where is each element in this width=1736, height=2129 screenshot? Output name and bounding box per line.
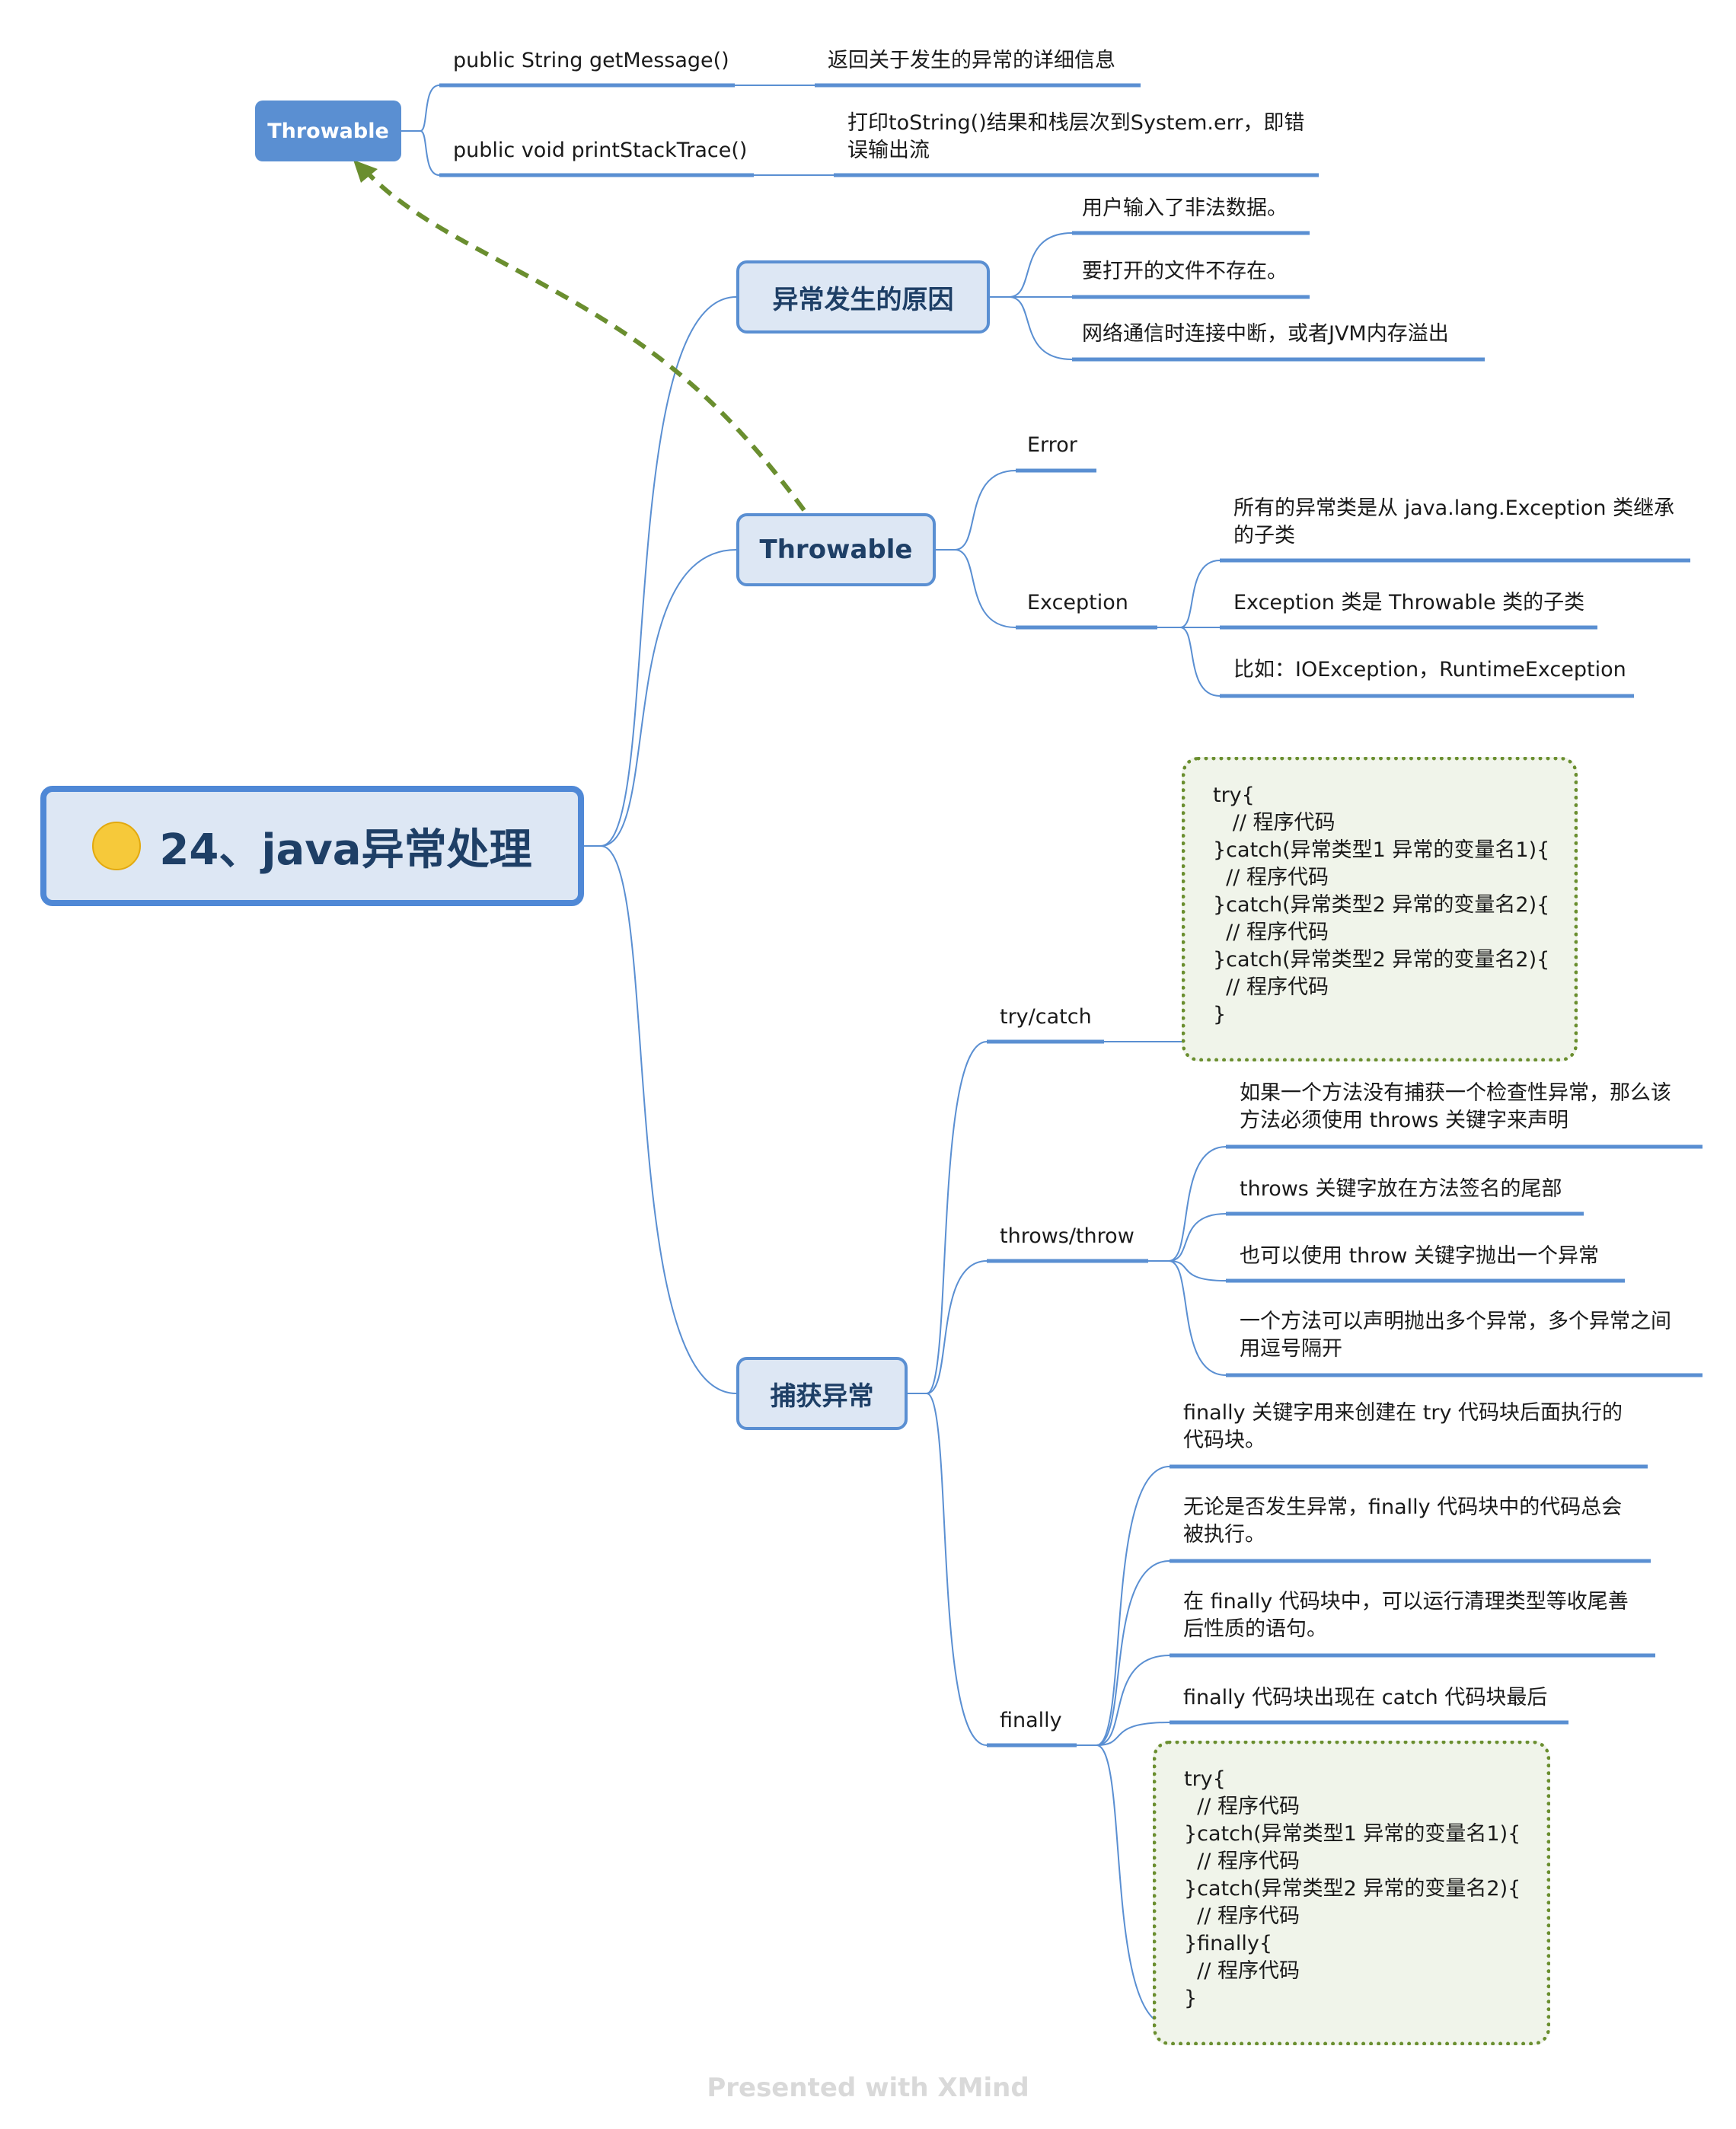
connector-line [420, 130, 440, 176]
finally-code-block[interactable]: try{ // 程序代码 }catch(异常类型1 异常的变量名1){ // 程… [1153, 1741, 1550, 2045]
finally-item[interactable]: finally 代码块出现在 catch 代码块最后 [1183, 1686, 1548, 1709]
catching-topic[interactable]: 捕获异常 [736, 1357, 908, 1430]
connector-line [1179, 560, 1221, 628]
try-catch-code-block[interactable]: try{ // 程序代码 }catch(异常类型1 异常的变量名1){ // 程… [1182, 757, 1578, 1061]
causes-topic[interactable]: 异常发生的原因 [736, 260, 990, 334]
cause-item[interactable]: 用户输入了非法数据。 [1082, 196, 1288, 220]
finally-item[interactable]: 无论是否发生异常，finally 代码块中的代码总会 被执行。 [1183, 1495, 1623, 1546]
throws-item[interactable]: 也可以使用 throw 关键字抛出一个异常 [1240, 1244, 1599, 1268]
connector-line [1179, 627, 1221, 697]
throwable-topic[interactable]: Throwable [736, 513, 936, 586]
method-description[interactable]: 返回关于发生的异常的详细信息 [828, 49, 1115, 72]
throws-item[interactable]: 如果一个方法没有捕获一个检查性异常，那么该 方法必须使用 throws 关键字来… [1240, 1081, 1671, 1132]
arrowhead-icon [353, 160, 378, 183]
causes-label: 异常发生的原因 [772, 284, 954, 315]
connector-line [420, 85, 440, 132]
relationship-arrow [362, 167, 806, 512]
root-topic[interactable]: 24、java异常处理 [40, 786, 584, 906]
throws-item[interactable]: throws 关键字放在方法签名的尾部 [1240, 1177, 1562, 1201]
connector-line [1096, 1466, 1170, 1746]
try-catch-topic[interactable]: try/catch [1000, 1005, 1092, 1029]
connector-line [1168, 1146, 1227, 1262]
exception-topic[interactable]: Exception [1027, 591, 1128, 614]
error-topic[interactable]: Error [1027, 433, 1077, 457]
branch-catching [600, 845, 737, 1394]
branch-causes [600, 296, 737, 847]
exception-item[interactable]: 所有的异常类是从 java.lang.Exception 类继承 的子类 [1233, 496, 1675, 547]
cause-item[interactable]: 要打开的文件不存在。 [1082, 260, 1288, 283]
branch-throwable [600, 549, 737, 847]
connector-line [954, 549, 1016, 628]
finally-topic[interactable]: finally [1000, 1709, 1062, 1732]
connector-line [1168, 1213, 1227, 1262]
catching-label: 捕获异常 [770, 1380, 874, 1412]
method-signature[interactable]: public String getMessage() [453, 49, 729, 72]
connector-line [926, 1393, 988, 1746]
connector-line [954, 470, 1016, 551]
connector-line [1008, 296, 1073, 360]
connector-line [1168, 1260, 1227, 1376]
finally-item[interactable]: finally 关键字用来创建在 try 代码块后面执行的 代码块。 [1183, 1401, 1623, 1452]
throws-topic[interactable]: throws/throw [1000, 1224, 1134, 1248]
floating-throwable-label: Throwable [267, 119, 389, 143]
finally-item[interactable]: 在 finally 代码块中，可以运行清理类型等收尾善 后性质的语句。 [1183, 1590, 1629, 1641]
connector-line [1096, 1655, 1170, 1746]
cause-item[interactable]: 网络通信时连接中断，或者JVM内存溢出 [1082, 322, 1449, 346]
connector-line [1008, 232, 1073, 298]
floating-throwable-topic[interactable]: Throwable [255, 101, 401, 161]
connector-line [1096, 1560, 1170, 1746]
exception-item[interactable]: Exception 类是 Throwable 类的子类 [1233, 591, 1585, 614]
exception-item[interactable]: 比如：IOException，RuntimeException [1233, 658, 1626, 681]
xmind-footer: Presented with XMind [707, 2073, 1029, 2103]
connector-line [1096, 1722, 1170, 1746]
root-title: 24、java异常处理 [159, 825, 532, 875]
throws-item[interactable]: 一个方法可以声明抛出多个异常，多个异常之间 用逗号隔开 [1240, 1310, 1671, 1361]
smiley-icon [92, 822, 142, 870]
connector-line [1168, 1260, 1227, 1282]
method-signature[interactable]: public void printStackTrace() [453, 139, 748, 162]
connector-line [926, 1041, 988, 1394]
connector-line [926, 1260, 988, 1394]
method-description[interactable]: 打印toString()结果和栈层次到System.err，即错 误输出流 [847, 111, 1305, 162]
throwable-label: Throwable [759, 535, 913, 565]
connector-line [1096, 1744, 1170, 2026]
